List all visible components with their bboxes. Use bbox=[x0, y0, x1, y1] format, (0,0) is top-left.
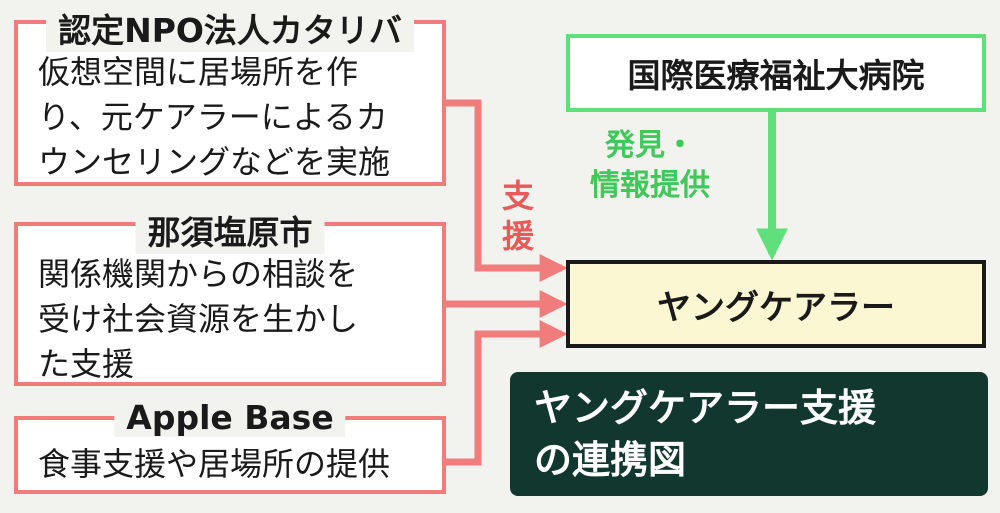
support-label-char: 支 bbox=[501, 177, 534, 215]
org-name: 那須塩原市 bbox=[135, 206, 325, 254]
young-carer-label: ヤングケアラー bbox=[657, 287, 895, 328]
discovery-label-line: 情報提供 bbox=[590, 168, 710, 203]
org-description: 仮想空間に居場所を作 り、元ケアラーによるカ ウンセリングなどを実施 bbox=[38, 50, 428, 185]
diagram-title: ヤングケアラー支援 の連携図 bbox=[510, 372, 988, 496]
discovery-label-line: 発見・ bbox=[605, 128, 695, 163]
org-description-line: 食事支援や居場所の提供 bbox=[38, 445, 391, 483]
org-description-line: り、元ケアラーによるカ bbox=[38, 98, 388, 136]
arrow-katariba-to-carer bbox=[446, 99, 568, 282]
diagram-title-line: の連携図 bbox=[534, 438, 687, 482]
org-description: 関係機関からの相談を 受け社会資源を生かし た支援 bbox=[38, 252, 428, 387]
org-description-line: ウンセリングなどを実施 bbox=[38, 143, 391, 181]
support-label-char: 援 bbox=[501, 217, 534, 255]
discovery-label: 発見・ 情報提供 bbox=[570, 126, 730, 206]
hospital-name: 国際医療福祉大病院 bbox=[627, 56, 925, 95]
org-description-line: 受け社会資源を生かし bbox=[38, 300, 359, 338]
org-description-line: 関係機関からの相談を bbox=[38, 255, 359, 293]
org-description: 食事支援や居場所の提供 bbox=[38, 442, 428, 487]
org-box-nasushiobara: 那須塩原市 関係機関からの相談を 受け社会資源を生かし た支援 bbox=[14, 206, 446, 387]
org-description-line: 仮想空間に居場所を作 bbox=[38, 53, 359, 91]
org-name: Apple Base bbox=[114, 398, 346, 437]
diagram-title-line: ヤングケアラー支援 bbox=[534, 386, 877, 430]
support-label: 支 援 bbox=[498, 176, 538, 256]
hospital-box: 国際医療福祉大病院 bbox=[566, 34, 986, 112]
young-carer-box: ヤングケアラー bbox=[566, 260, 986, 348]
org-box-applebase: Apple Base 食事支援や居場所の提供 bbox=[14, 398, 446, 494]
org-name: 認定NPO法人カタリバ bbox=[46, 4, 414, 52]
arrow-applebase-to-carer bbox=[446, 320, 568, 466]
org-box-katariba: 認定NPO法人カタリバ 仮想空間に居場所を作 り、元ケアラーによるカ ウンセリン… bbox=[14, 4, 446, 186]
org-description-line: た支援 bbox=[38, 345, 135, 383]
